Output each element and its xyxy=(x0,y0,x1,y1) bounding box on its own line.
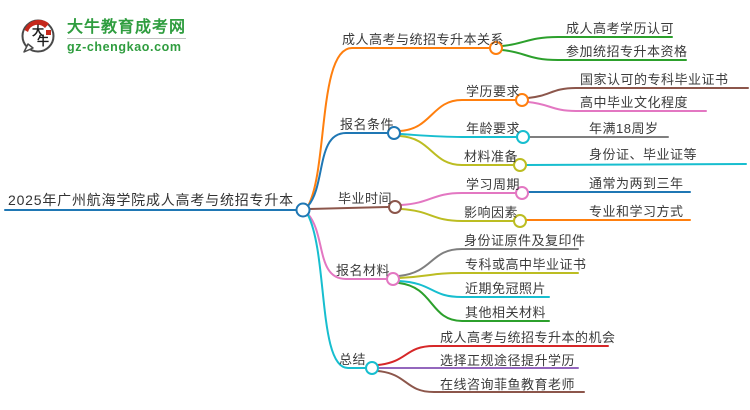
age-requirement-node-circle[interactable] xyxy=(516,130,530,144)
edu-requirement-node-circle[interactable] xyxy=(515,93,529,107)
link-influence-factors xyxy=(400,208,514,222)
conditions-node-circle[interactable] xyxy=(387,126,401,140)
node-study-period[interactable]: 学习周期 xyxy=(466,177,521,192)
link-materials-leaf-2 xyxy=(398,272,579,279)
node-conditions[interactable]: 报名条件 xyxy=(340,117,395,132)
leaf-recent-photo[interactable]: 近期免冠照片 xyxy=(465,281,547,296)
node-edu-requirement[interactable]: 学历要求 xyxy=(466,84,521,99)
leaf-eligibility-tongzhao[interactable]: 参加统招专升本资格 xyxy=(566,44,688,59)
link-relation xyxy=(307,47,490,207)
leaf-college-or-hs-diploma[interactable]: 专科或高中毕业证书 xyxy=(465,257,587,272)
node-summary[interactable]: 总结 xyxy=(339,352,367,367)
leaf-two-to-three-years[interactable]: 通常为两到三年 xyxy=(589,176,684,191)
link-relation-leaf-2 xyxy=(501,49,687,61)
link-relation-leaf-1 xyxy=(501,36,673,47)
study-period-node-circle[interactable] xyxy=(515,186,529,200)
leaf-online-consult[interactable]: 在线咨询菲鱼教育老师 xyxy=(440,377,576,392)
relation-node-circle[interactable] xyxy=(489,41,503,55)
link-edu-requirement xyxy=(399,99,516,132)
node-materials[interactable]: 报名材料 xyxy=(336,263,391,278)
link-summary-leaf-3 xyxy=(377,370,585,393)
link-study-period xyxy=(400,192,516,206)
site-logo: 大 牛 大牛教育成考网 gz-chengkao.com xyxy=(18,14,187,58)
link-conditions xyxy=(307,132,388,207)
link-summary xyxy=(307,214,366,369)
leaf-id-diploma-etc[interactable]: 身份证、毕业证等 xyxy=(589,147,698,162)
link-age-requirement xyxy=(399,133,517,138)
link-edu-leaf-2 xyxy=(527,101,707,112)
leaf-adult-exam-recognized[interactable]: 成人高考学历认可 xyxy=(566,21,675,36)
node-material-prep[interactable]: 材料准备 xyxy=(464,149,519,164)
leaf-id-original-copy[interactable]: 身份证原件及复印件 xyxy=(464,233,586,248)
logo-bull-icon: 大 牛 xyxy=(18,14,60,58)
logo-title: 大牛教育成考网 xyxy=(67,18,187,36)
link-materials-leaf-3 xyxy=(398,280,550,298)
root-node-circle[interactable] xyxy=(295,202,311,218)
link-summary-leaf-1 xyxy=(377,345,609,366)
leaf-state-recognized-diploma[interactable]: 国家认可的专科毕业证书 xyxy=(580,72,729,87)
graduation-time-node-circle[interactable] xyxy=(388,200,402,214)
summary-node-circle[interactable] xyxy=(365,361,379,375)
material-prep-node-circle[interactable] xyxy=(513,158,527,172)
leaf-other-materials[interactable]: 其他相关材料 xyxy=(465,305,547,320)
leaf-major-and-study-mode[interactable]: 专业和学习方式 xyxy=(589,204,684,219)
link-material-prep-leaf xyxy=(525,163,747,166)
leaf-formal-channel[interactable]: 选择正规途径提升学历 xyxy=(440,353,576,368)
materials-node-circle[interactable] xyxy=(386,272,400,286)
node-age-requirement[interactable]: 年龄要求 xyxy=(466,121,521,136)
logo-divider xyxy=(67,37,187,39)
link-graduation-time xyxy=(308,206,389,210)
leaf-age-18[interactable]: 年满18周岁 xyxy=(589,121,659,136)
svg-text:牛: 牛 xyxy=(37,33,49,48)
link-materials xyxy=(307,213,387,280)
link-materials-leaf-4 xyxy=(398,282,550,322)
svg-text:大: 大 xyxy=(32,23,44,38)
link-edu-leaf-1 xyxy=(527,87,749,99)
logo-domain: gz-chengkao.com xyxy=(67,39,182,54)
node-graduation-time[interactable]: 毕业时间 xyxy=(338,191,393,206)
influence-factors-node-circle[interactable] xyxy=(513,214,527,228)
link-materials-leaf-1 xyxy=(398,248,579,277)
leaf-highschool-level[interactable]: 高中毕业文化程度 xyxy=(580,95,689,110)
node-root[interactable]: 2025年广州航海学院成人高考与统招专升本 xyxy=(8,192,294,208)
leaf-opportunity[interactable]: 成人高考与统招专升本的机会 xyxy=(440,330,616,345)
node-influence-factors[interactable]: 影响因素 xyxy=(464,205,519,220)
link-material-prep xyxy=(399,135,514,166)
node-relation[interactable]: 成人高考与统招专升本关系 xyxy=(342,32,505,47)
